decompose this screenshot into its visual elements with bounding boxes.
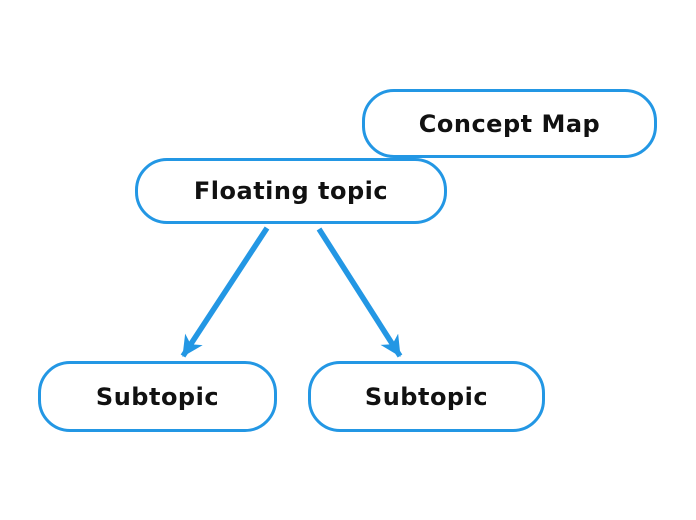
- edge-floating-topic-to-subtopic-left[interactable]: [180, 226, 270, 358]
- node-subtopic-left[interactable]: Subtopic: [38, 361, 277, 432]
- edge-floating-topic-to-subtopic-right[interactable]: [316, 227, 403, 358]
- node-label-subtopic-left: Subtopic: [95, 382, 220, 411]
- node-concept-map[interactable]: Concept Map: [362, 89, 657, 158]
- node-label-subtopic-right: Subtopic: [364, 382, 489, 411]
- node-subtopic-right[interactable]: Subtopic: [308, 361, 545, 432]
- node-label-floating-topic: Floating topic: [193, 177, 389, 205]
- node-floating-topic[interactable]: Floating topic: [135, 158, 447, 224]
- node-label-concept-map: Concept Map: [418, 109, 601, 138]
